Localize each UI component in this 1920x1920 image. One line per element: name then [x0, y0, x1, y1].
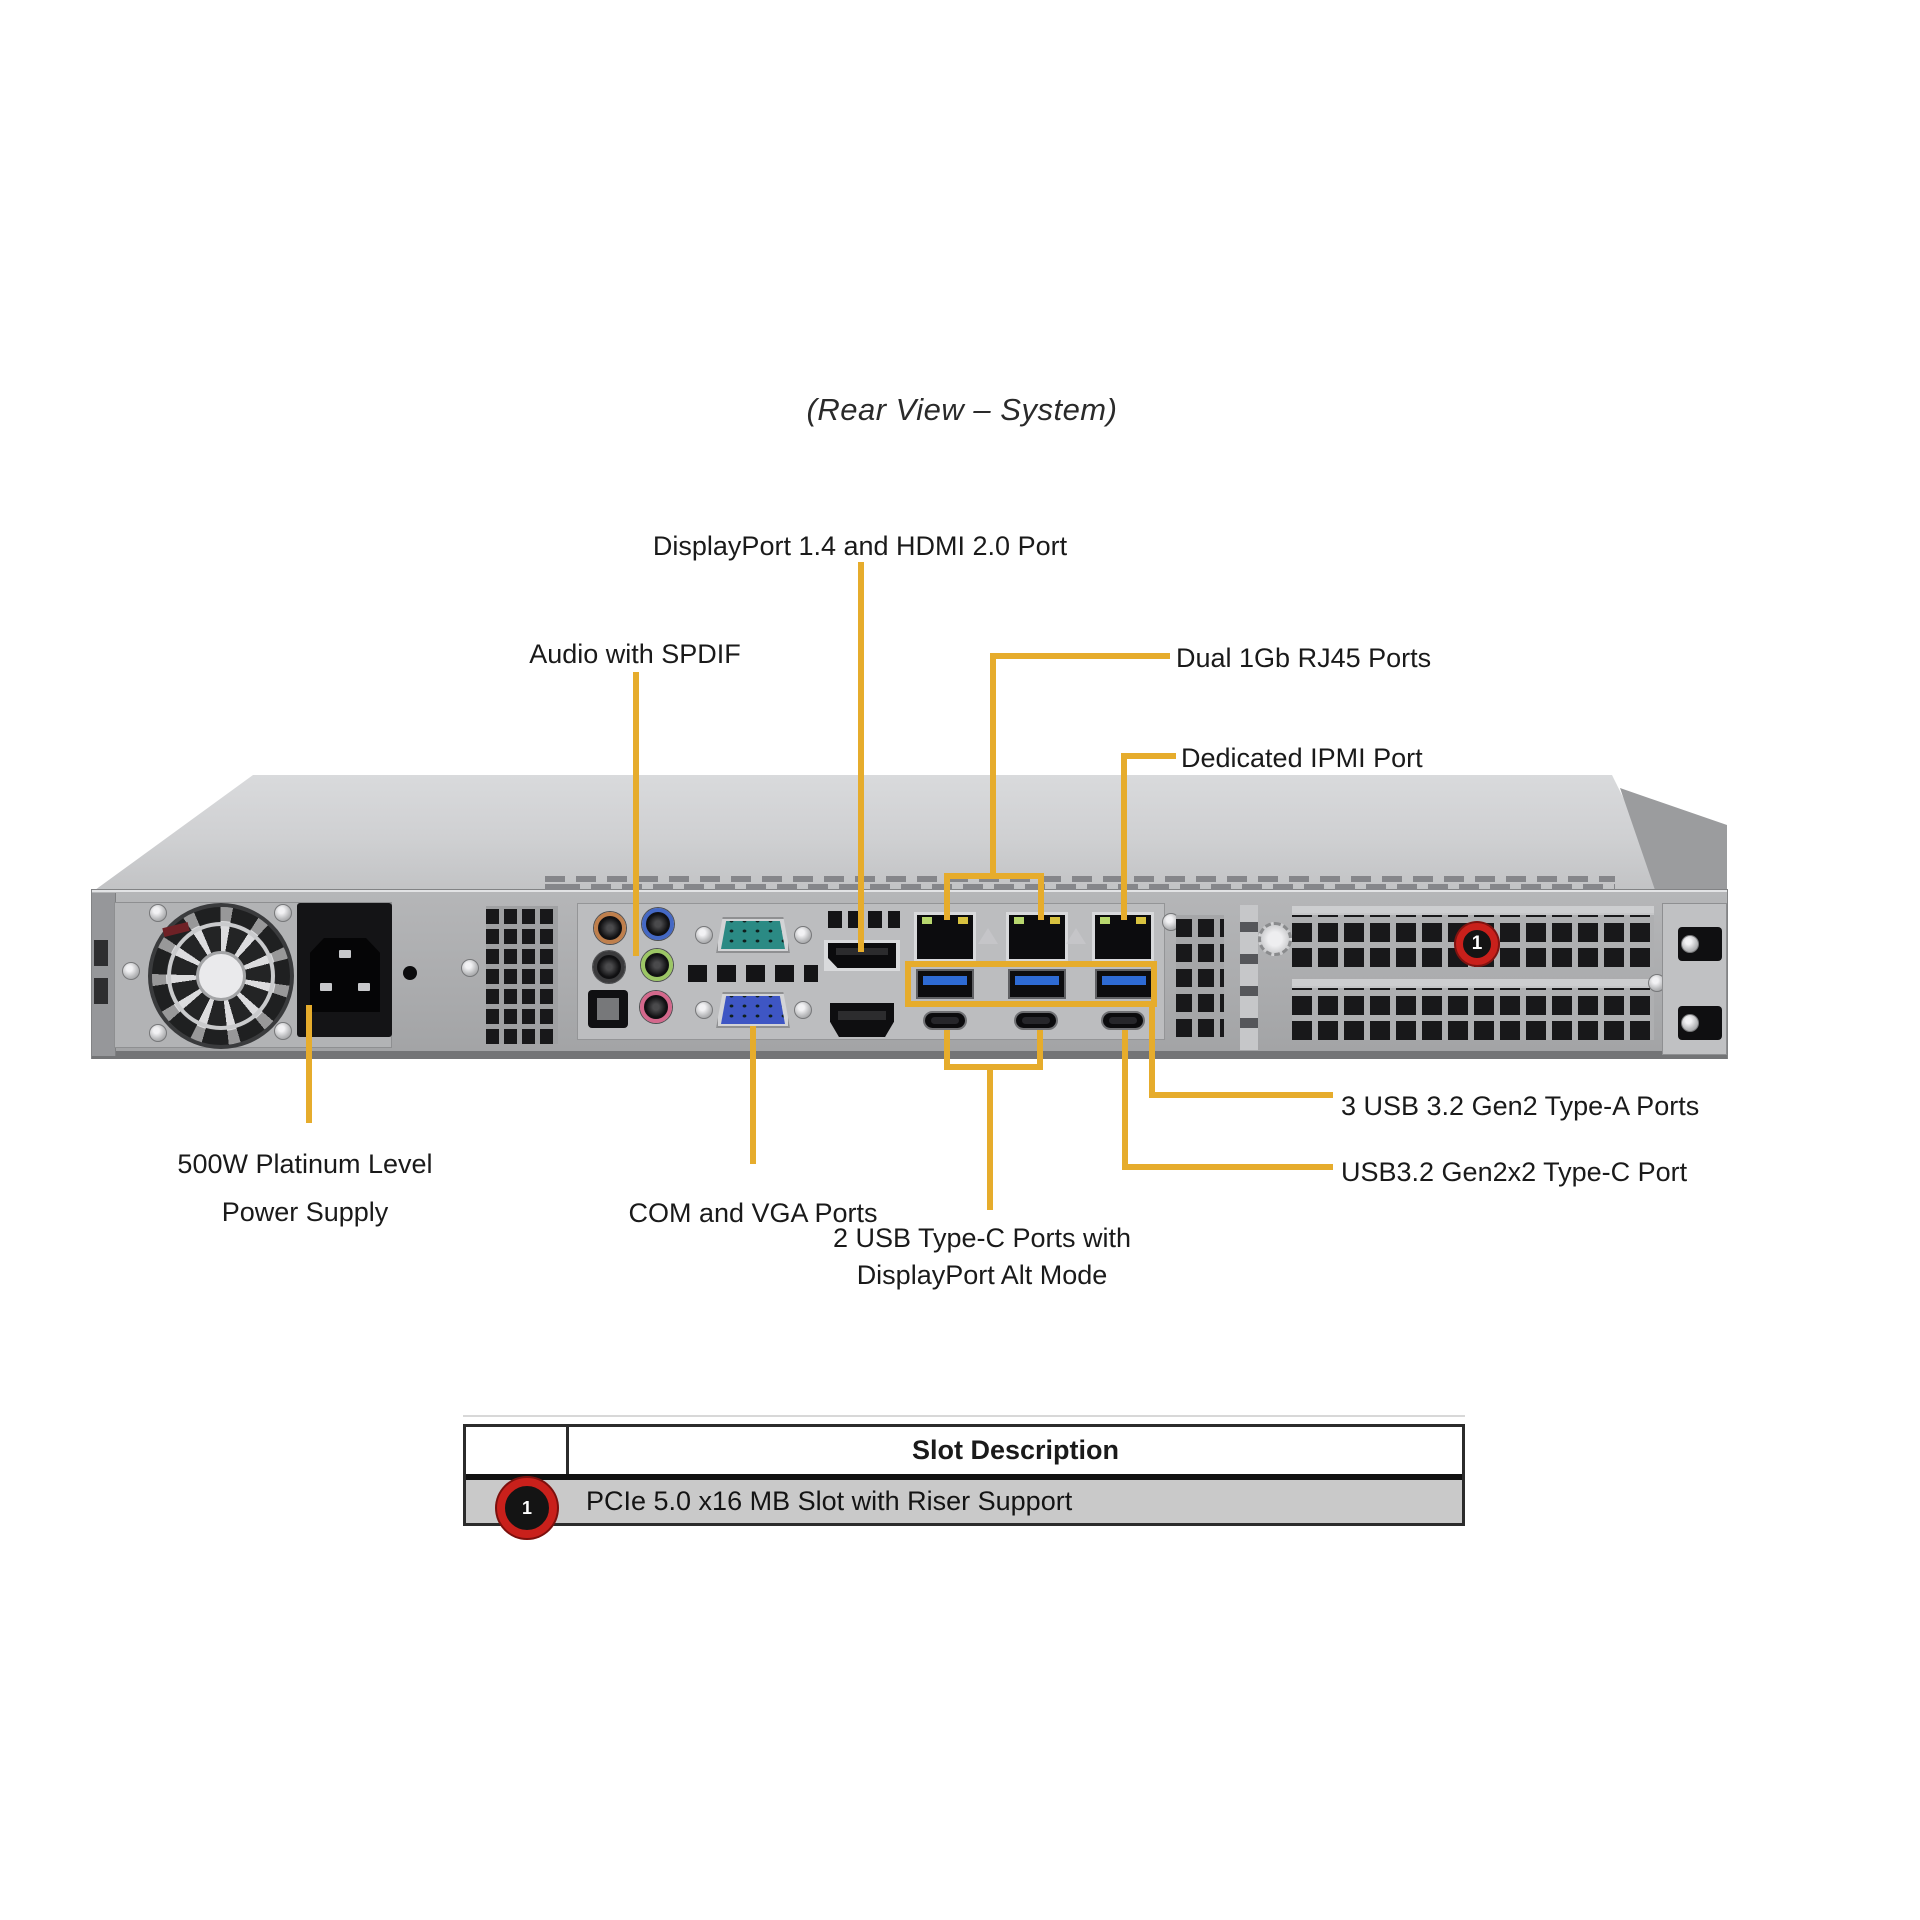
screw-icon — [1681, 935, 1699, 953]
psu-fan-grille — [167, 922, 275, 1030]
screw-icon — [122, 962, 140, 980]
label-audio-spdif: Audio with SPDIF — [529, 639, 741, 669]
audio-jack-pink — [640, 991, 672, 1023]
rj45-led — [1050, 917, 1060, 924]
usb-c-slot — [931, 1017, 959, 1024]
callout-line-audio — [633, 672, 639, 956]
label-dual-rj45: Dual 1Gb RJ45 Ports — [1176, 643, 1432, 673]
label-com-vga: COM and VGA Ports — [628, 1198, 878, 1228]
screw-icon — [149, 1024, 167, 1042]
rj45-led — [1100, 917, 1110, 924]
left-ear-notch — [94, 978, 108, 1004]
diagram-title: (Rear View – System) — [806, 392, 1118, 427]
vga-port — [721, 996, 785, 1024]
vent-grid — [486, 906, 558, 1044]
callout-line-ipmi — [1121, 753, 1127, 920]
callout-line-ipmi — [1121, 753, 1176, 759]
callout-box-usb-a — [905, 961, 1157, 1007]
slot-cover-lip — [1292, 979, 1654, 986]
usb-c-slot — [1109, 1017, 1137, 1024]
screw-icon — [794, 1001, 812, 1019]
thumbscrew-icon — [1258, 922, 1292, 956]
usb-c-slot — [1022, 1017, 1050, 1024]
chassis-bottom-edge — [92, 1051, 1727, 1059]
audio-jack-black — [593, 951, 625, 983]
callout-line-rj45 — [990, 653, 996, 879]
vent-dashes — [545, 884, 1615, 890]
callout-line-psu — [306, 1005, 312, 1123]
callout-line-displayport — [858, 562, 864, 952]
screw-icon — [695, 926, 713, 944]
label-ipmi: Dedicated IPMI Port — [1181, 743, 1423, 773]
hdmi-slot — [838, 1011, 886, 1020]
callout-line-rj45 — [944, 873, 950, 920]
rj45-led — [958, 917, 968, 924]
stamped-arrow — [978, 928, 998, 944]
label-displayport-hdmi: DisplayPort 1.4 and HDMI 2.0 Port — [652, 531, 1068, 561]
retention-bracket — [1240, 905, 1258, 1050]
callout-line-usb-a — [1149, 1092, 1333, 1098]
audio-jack-orange — [594, 912, 626, 944]
table-slot-marker-1: 1 — [497, 1478, 557, 1538]
spdif-optical-window — [597, 998, 619, 1020]
label-usb-type-c-single: USB3.2 Gen2x2 Type-C Port — [1341, 1157, 1688, 1187]
pcie-slot-cover-bottom — [1292, 986, 1654, 1040]
slot-marker-1: 1 — [1456, 923, 1498, 965]
hdmi-port — [830, 1003, 894, 1037]
callout-line-usb-c-dual — [987, 1064, 993, 1210]
rj45-led — [1136, 917, 1146, 924]
callout-line-rj45 — [944, 873, 1044, 879]
screw-icon — [274, 904, 292, 922]
callout-line-usb-c-dual — [944, 1064, 1043, 1070]
usb-a-tongue — [1102, 976, 1146, 985]
slot-cover-lip — [1292, 906, 1654, 913]
callout-line-usb-a — [1149, 1005, 1155, 1098]
table-slot-description: PCIe 5.0 x16 MB Slot with Riser Support — [586, 1486, 1073, 1516]
screw-icon — [695, 1001, 713, 1019]
vent-dashes — [545, 876, 1615, 882]
screw-hole — [403, 966, 417, 980]
label-usb-type-a: 3 USB 3.2 Gen2 Type-A Ports — [1341, 1091, 1700, 1121]
screw-icon — [461, 959, 479, 977]
label-usb-type-c-dual: 2 USB Type-C Ports with DisplayPort Alt … — [832, 1223, 1132, 1290]
screw-icon — [794, 926, 812, 944]
usb-a-tongue — [1015, 976, 1059, 985]
callout-line-usb-c-dual — [944, 1030, 950, 1070]
vent-dashes — [688, 965, 818, 982]
table-header: Slot Description — [911, 1435, 1120, 1465]
table-header-rule — [466, 1474, 1462, 1480]
rj45-led — [922, 917, 932, 924]
table-top-shadow — [463, 1415, 1465, 1417]
audio-jack-blue — [642, 908, 674, 940]
left-ear-notch — [94, 940, 108, 966]
power-pin — [339, 950, 351, 958]
label-power-supply: 500W Platinum Level Power Supply — [177, 1149, 433, 1227]
callout-line-vga — [750, 1026, 756, 1164]
usb-a-tongue — [923, 976, 967, 985]
screw-icon — [1681, 1014, 1699, 1032]
psu-fan-hub — [196, 951, 246, 1001]
chassis-left-ear — [92, 893, 116, 1056]
vent-grid — [1176, 915, 1224, 1037]
power-pin — [358, 983, 370, 991]
stamped-arrow — [1066, 928, 1086, 944]
callout-line-usb-c-dual — [1037, 1030, 1043, 1070]
callout-line-rj45 — [990, 653, 1170, 659]
rj45-led — [1014, 917, 1024, 924]
vent-dashes — [828, 911, 900, 928]
callout-line-usb-c-single — [1122, 1030, 1128, 1170]
chassis-top-face — [95, 775, 1669, 890]
com-port — [721, 921, 785, 949]
callout-line-rj45 — [1038, 873, 1044, 920]
callout-line-usb-c-single — [1122, 1164, 1333, 1170]
table-row: 1 PCIe 5.0 x16 MB Slot with Riser Suppor… — [466, 1478, 1462, 1538]
audio-jack-green — [641, 949, 673, 981]
slot-description-table: Slot Description 1 PCIe 5.0 x16 MB Slot … — [463, 1424, 1465, 1538]
power-pin — [320, 983, 332, 991]
screw-icon — [274, 1022, 292, 1040]
screw-icon — [149, 904, 167, 922]
